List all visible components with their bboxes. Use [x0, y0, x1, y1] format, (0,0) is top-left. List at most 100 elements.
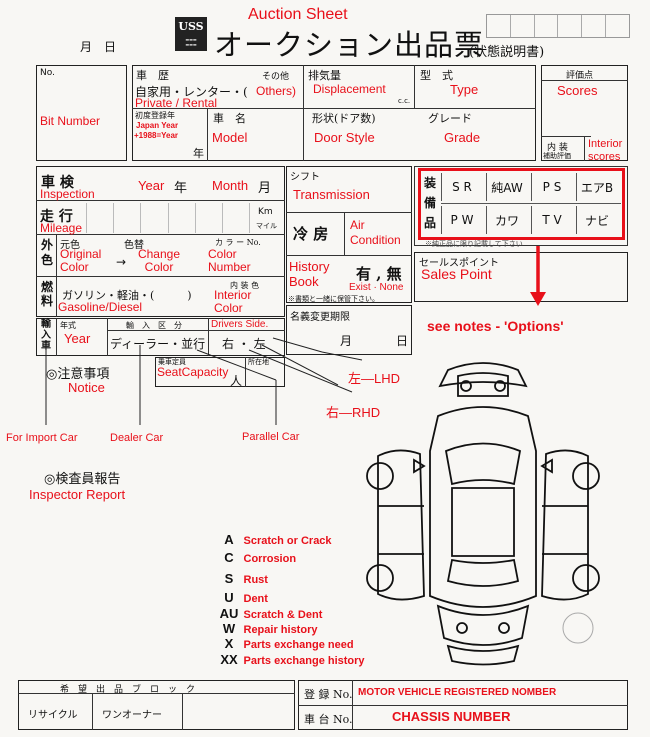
legend-value: Repair history — [243, 624, 318, 636]
rename-month-jp: 月 — [340, 334, 353, 348]
option-navigation: ナビ — [576, 206, 617, 234]
legend-value: Parts exchange need — [243, 639, 354, 651]
import-year-jp: 年式 — [60, 321, 76, 330]
fuel-side: 燃 料 — [41, 280, 54, 308]
divider — [541, 80, 628, 81]
displacement-label: Displacement — [313, 82, 386, 96]
japan-year-label: Japan Year — [136, 121, 179, 130]
option-sunroof: S R — [441, 173, 482, 201]
displacement-jp: 排気量 — [308, 69, 341, 82]
color-no-jp: カ ラ ー No. — [215, 238, 261, 247]
seat-capacity-label: SeatCapacity — [157, 365, 229, 379]
legend-key: W — [222, 621, 236, 636]
legend-row: X Parts exchange need — [218, 636, 354, 652]
chassis-number-label: CHASSIS NUMBER — [392, 709, 511, 724]
options-highlight — [418, 168, 625, 240]
original-color-jp: 元色 — [60, 240, 80, 251]
inspection-block — [36, 166, 285, 317]
divider — [36, 234, 285, 235]
original-color-label: Original Color — [60, 247, 102, 274]
legend-key: S — [224, 571, 234, 586]
inspector-report-label: Inspector Report — [29, 487, 126, 502]
legend-key: X — [224, 636, 234, 651]
rhd-label: 右—RHD — [326, 405, 381, 420]
fuel-cap-icon — [562, 612, 594, 644]
cc-label: c.c. — [398, 97, 411, 105]
dealer-car-label: Dealer Car — [110, 432, 164, 444]
legend-row: XX Parts exchange history — [218, 652, 364, 668]
other-jp: その他 — [262, 72, 290, 82]
month-day-label: 月 日 — [80, 40, 117, 54]
options-note: ※純正品に限り記載して下さい — [425, 240, 523, 248]
block-box — [18, 680, 295, 730]
type-label: Type — [450, 82, 479, 97]
change-color-jp: 色替 — [124, 240, 144, 251]
exist-none-jp: 有 , 無 — [356, 265, 402, 283]
air-condition-label: Air Condition — [350, 218, 401, 247]
legend-row: U Dent — [218, 590, 268, 606]
divider — [414, 65, 415, 108]
for-import-car-label: For Import Car — [6, 432, 78, 444]
private-rental-jp: 自家用・レンター・( — [135, 85, 248, 99]
options-side: 装 備 品 — [424, 176, 437, 230]
uss-logo-text: USS — [178, 20, 204, 33]
options-grid: S R 純AW P S エアB P W カワ T V ナビ — [441, 171, 621, 237]
divider — [36, 276, 285, 277]
legend-key: XX — [220, 652, 238, 667]
others-label: Others) — [256, 84, 297, 98]
car-diagram — [366, 362, 600, 666]
divider — [208, 318, 209, 356]
divider — [352, 680, 353, 730]
model-jp: 車 名 — [213, 112, 246, 125]
legend-row: A Scratch or Crack — [218, 532, 331, 548]
block-jp: 希 望 出 品 ブ ロ ッ ク — [60, 685, 196, 695]
legend-value: Scratch & Dent — [243, 609, 323, 621]
divider — [36, 200, 285, 201]
option-power-windows: P W — [441, 206, 482, 234]
legend-row: W Repair history — [218, 621, 318, 637]
divider — [441, 203, 621, 204]
plus-1988-label: +1988=Year — [134, 131, 179, 140]
mileage-label: Mileage — [40, 221, 83, 235]
mile-label: マイル — [256, 222, 277, 230]
chassis-no-jp: 車 台 No. — [304, 713, 353, 726]
option-alloy-wheels: 純AW — [486, 173, 527, 201]
parallel-car-label: Parallel Car — [242, 431, 300, 443]
options-outer — [414, 166, 628, 246]
exterior-color-side: 外 色 — [41, 238, 54, 267]
stamp-grid — [486, 14, 630, 38]
inspection-label: Inspection — [40, 187, 95, 201]
mileage-jp: 走 行 — [40, 209, 73, 225]
interior-color-label: Interior Color — [214, 288, 252, 315]
door-style-label: Door Style — [314, 130, 375, 145]
grade-label: Grade — [444, 130, 481, 145]
interior-jp: 内 装 — [547, 143, 568, 153]
door-jp: 形状(ドア数) — [312, 112, 376, 125]
sales-point-jp: セールスポイント — [419, 258, 499, 269]
sales-point-label: Sales Point — [421, 266, 492, 282]
bit-number-box: No. Bit Number — [36, 65, 127, 161]
arrow-icon: → — [116, 255, 127, 269]
import-year-label: Year — [64, 331, 91, 346]
interior-sub-jp: 補助評価 — [543, 152, 571, 160]
divider — [92, 693, 93, 730]
history-book-label: History Book — [289, 259, 330, 289]
first-reg-jp: 初度登録年 — [135, 111, 175, 120]
notice-label: Notice — [68, 380, 105, 395]
location-jp: 所在地 — [248, 358, 269, 366]
inspection-year: Year — [138, 178, 165, 193]
divider — [18, 693, 295, 694]
year-jp: 年 — [193, 147, 204, 160]
fuel-label: Gasoline/Diesel — [58, 300, 143, 314]
aircon-jp: 冷 房 — [293, 225, 329, 243]
reg-no-jp: 登 録 No. — [304, 688, 353, 701]
history-book-note: ※書類と一緒に保管下さい。 — [288, 295, 379, 303]
type-jp: 型 式 — [420, 69, 453, 82]
divider — [56, 234, 57, 317]
divider — [107, 330, 285, 331]
interior-color-jp: 内 装 色 — [230, 281, 260, 290]
legend-row: S Rust — [218, 571, 268, 587]
change-color-label: Change Color — [137, 247, 181, 274]
